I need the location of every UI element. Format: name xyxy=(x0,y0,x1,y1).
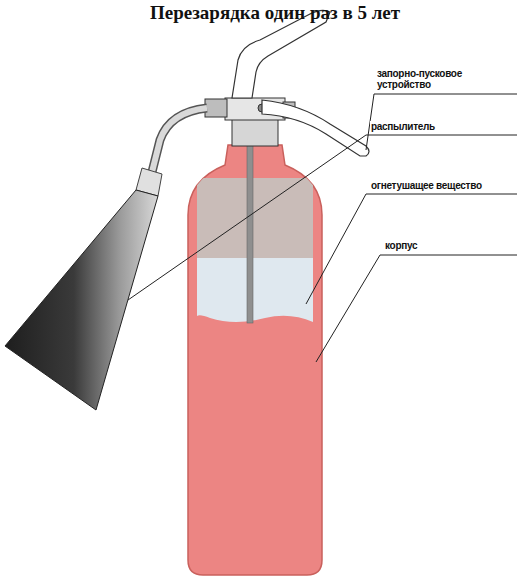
discharge-horn xyxy=(5,190,158,410)
liquid-zone xyxy=(197,258,313,322)
part-label: распылитель xyxy=(370,121,436,132)
valve-nut xyxy=(205,99,227,117)
discharge-tube xyxy=(152,108,207,172)
valve-neck xyxy=(232,118,278,146)
siphon-tube xyxy=(247,145,253,323)
part-label: запорно-пусковое устройство xyxy=(376,68,468,90)
part-label: огнетушащее вещество xyxy=(370,180,483,191)
discharge-tube xyxy=(152,108,207,172)
part-label: корпус xyxy=(384,240,418,251)
title: Перезарядка один раз в 5 лет xyxy=(150,2,400,24)
carry-handle xyxy=(232,10,330,98)
trigger-lever xyxy=(262,100,369,156)
leader-line xyxy=(306,194,517,304)
leader-line xyxy=(366,94,517,150)
gas-zone xyxy=(197,178,313,258)
leader-line xyxy=(128,135,517,300)
leader-line xyxy=(316,255,517,362)
cylinder-body xyxy=(188,145,322,575)
